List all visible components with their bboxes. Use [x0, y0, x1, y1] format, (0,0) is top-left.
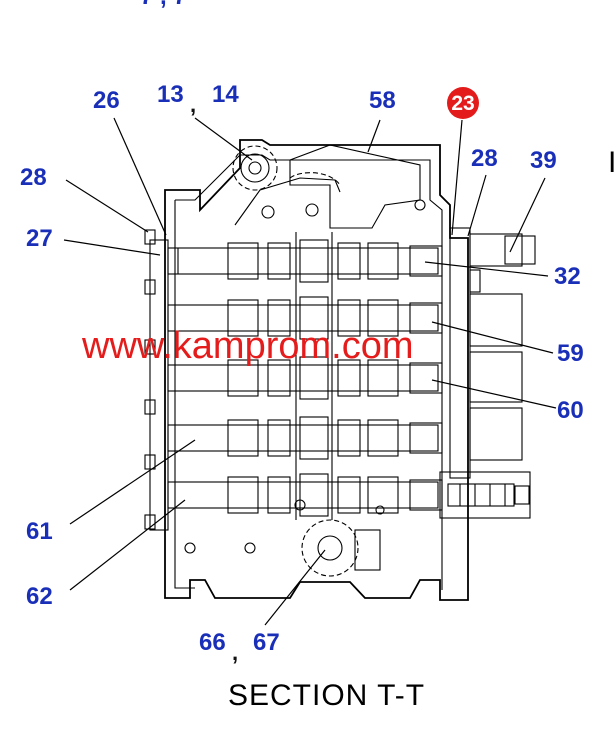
- bottom-port: [184, 499, 385, 577]
- spool-row-5: [167, 473, 443, 517]
- spool-row-2: [167, 296, 443, 340]
- callout-23: 23: [451, 92, 474, 115]
- callout-67: 67: [253, 629, 280, 656]
- callouts: 13 , 14 26 58 23 28 27 28 39 32 59 60 61…: [20, 81, 584, 665]
- callout-separator-13-14: ,: [190, 92, 196, 117]
- valve-body: [144, 139, 469, 601]
- callout-60: 60: [557, 397, 584, 424]
- callout-62: 62: [26, 583, 53, 610]
- callout-28-right: 28: [471, 145, 498, 172]
- callout-59: 59: [557, 340, 584, 367]
- callout-separator-66-67: ,: [232, 640, 238, 665]
- spool-row-3: [167, 356, 443, 400]
- watermark-text: www.kamprom.com: [81, 325, 414, 367]
- callout-14: 14: [212, 81, 239, 108]
- callout-66: 66: [199, 629, 226, 656]
- right-cropped-fragment: I: [608, 146, 616, 179]
- section-title: SECTION T-T: [228, 679, 425, 712]
- callout-27: 27: [26, 225, 53, 252]
- leader-lines: [63, 117, 557, 626]
- callout-13: 13: [157, 81, 184, 108]
- callout-28-left: 28: [20, 164, 47, 191]
- top-cropped-fragment: 7 , 7: [140, 0, 187, 10]
- solenoid-stack: [439, 227, 536, 519]
- spool-row-1: [167, 239, 443, 283]
- highlight-badge-23: 23: [447, 87, 479, 119]
- callout-26: 26: [93, 87, 120, 114]
- highlight-circle: [447, 87, 479, 119]
- spool-rows: [167, 172, 443, 520]
- callout-39: 39: [530, 147, 557, 174]
- callout-32: 32: [554, 263, 581, 290]
- spool-row-4: [167, 416, 443, 460]
- callout-58: 58: [369, 87, 396, 114]
- callout-61: 61: [26, 518, 53, 545]
